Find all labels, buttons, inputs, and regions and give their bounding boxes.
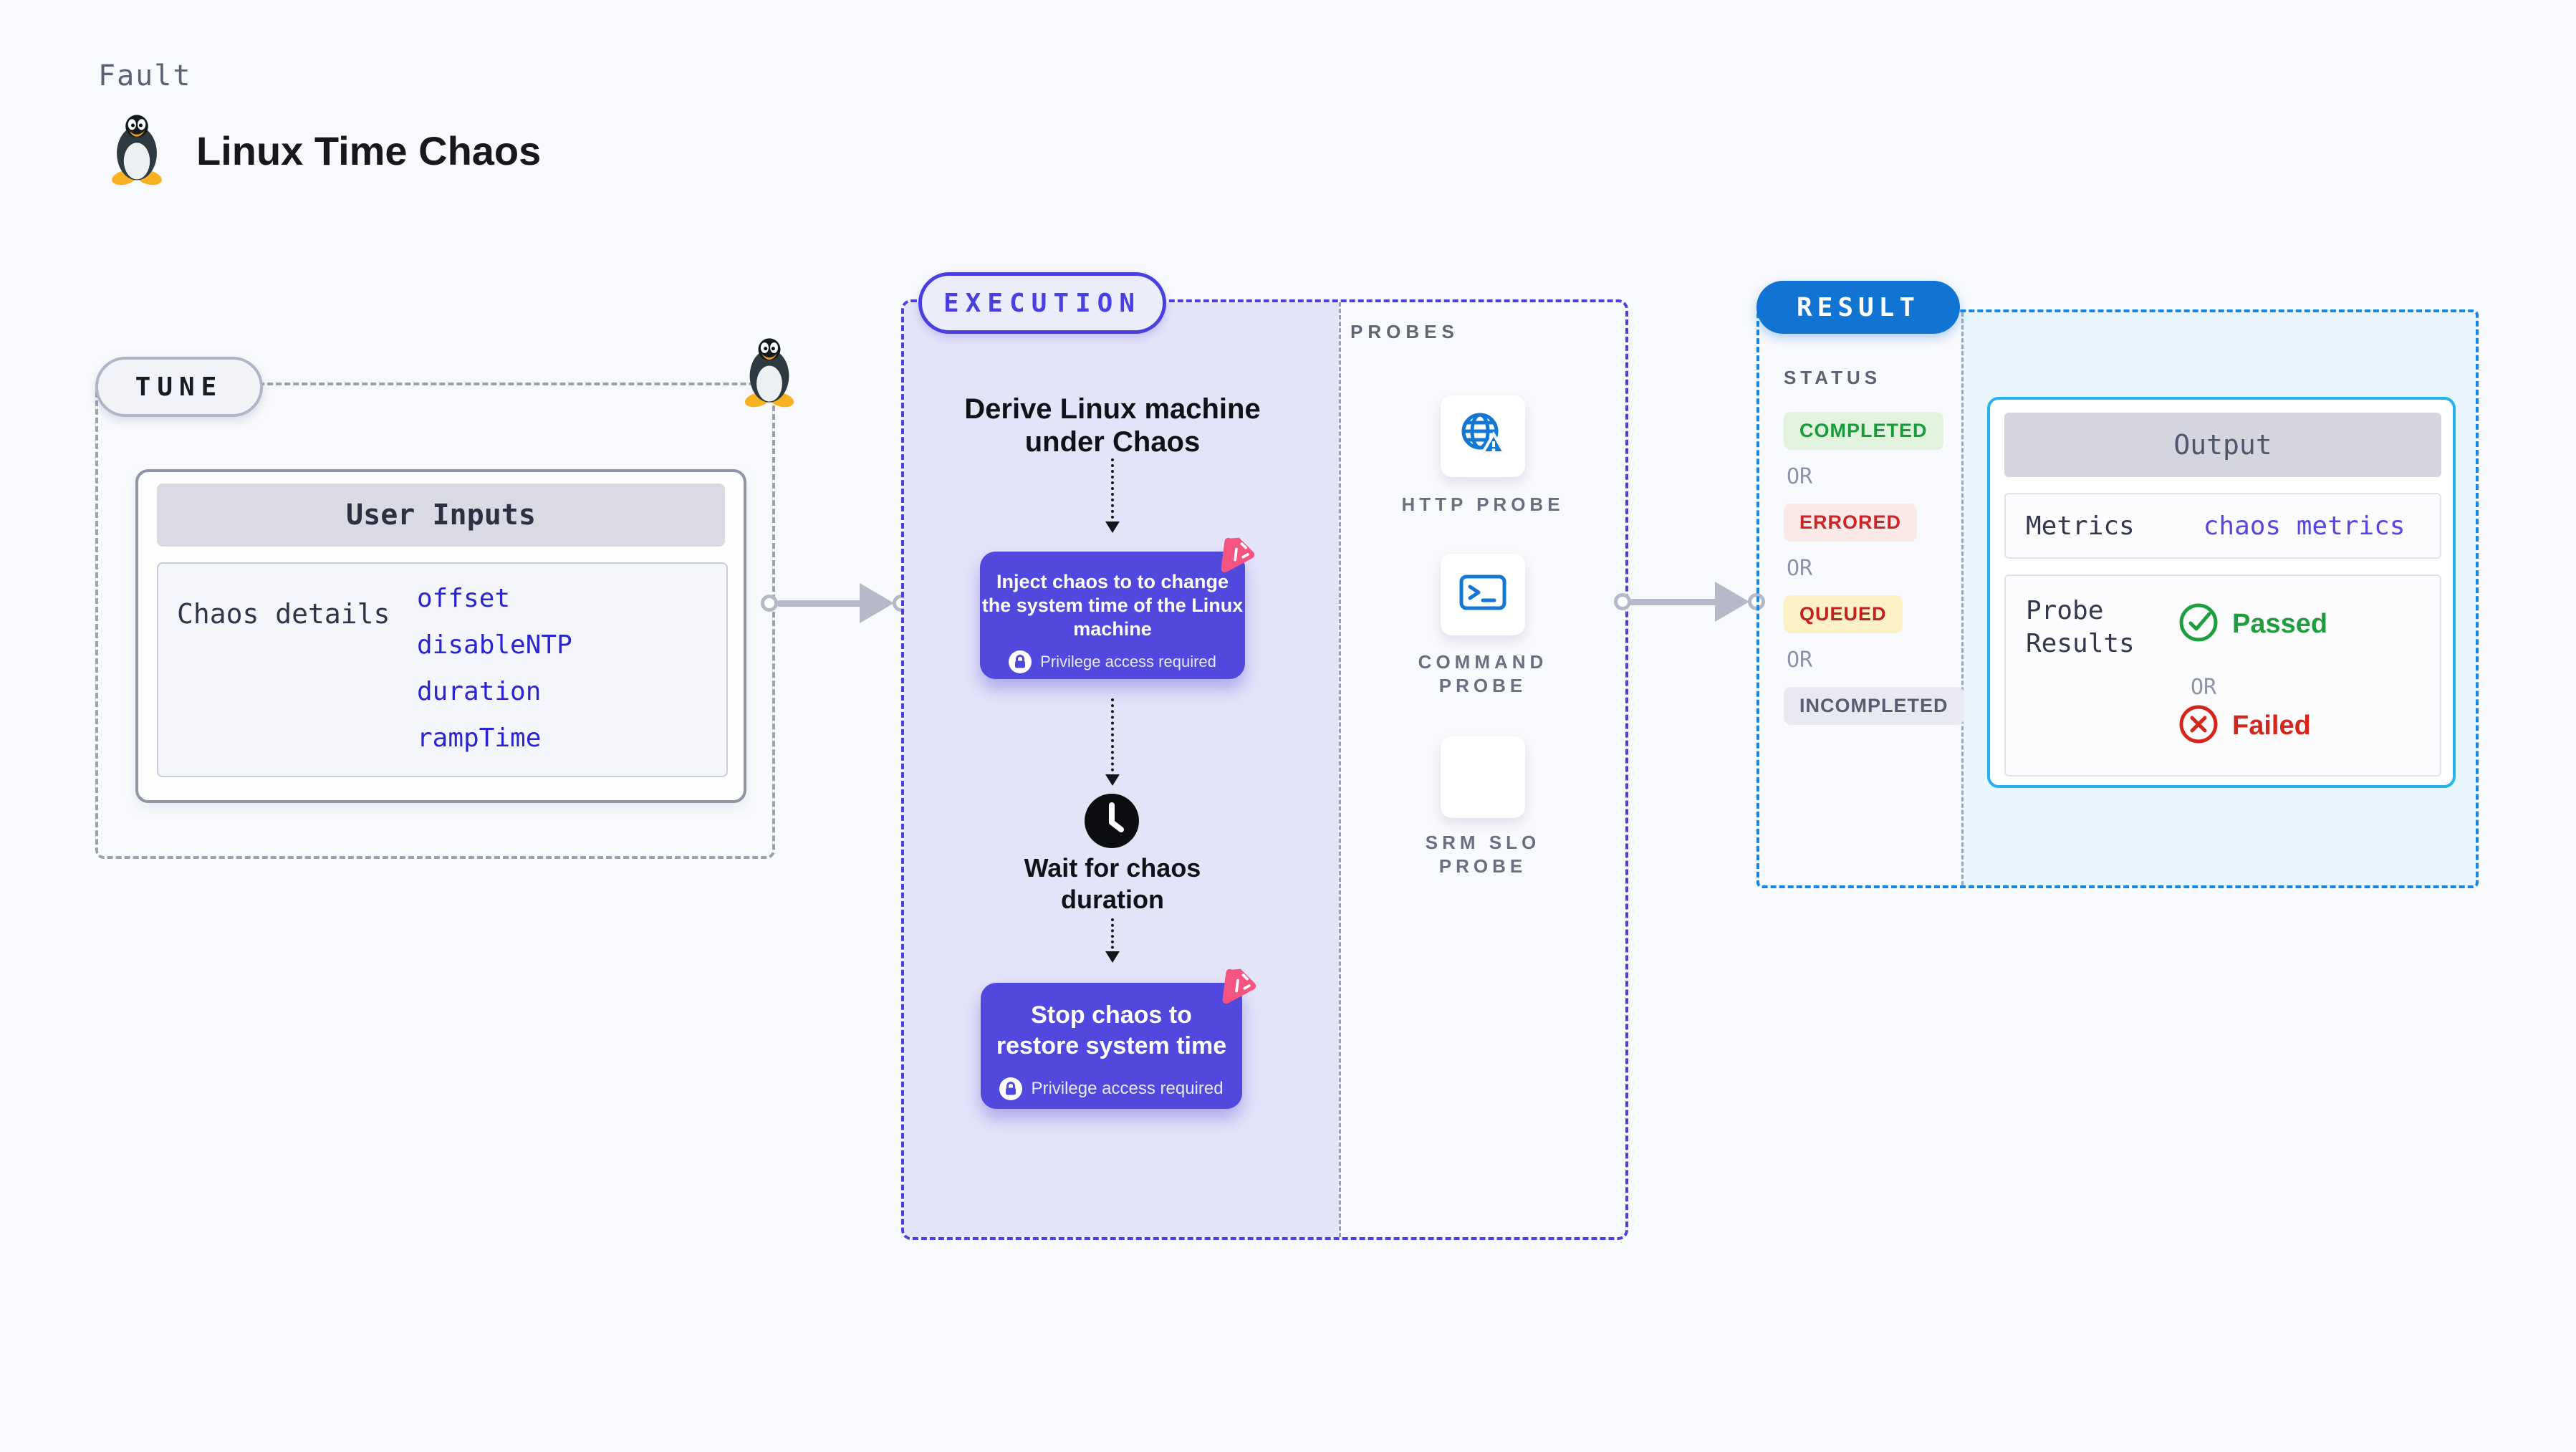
inject-chaos-text: Inject chaos to to change the system tim…	[981, 571, 1244, 640]
or-label: OR	[2191, 675, 2217, 700]
output-title: Output	[2004, 413, 2441, 477]
or-label: OR	[1787, 648, 1813, 673]
probe-results-label: Probe Results	[2026, 596, 2135, 658]
lock-icon	[1006, 1081, 1017, 1095]
chaos-details-label: Chaos details	[177, 598, 390, 630]
terminal-icon	[1457, 571, 1509, 619]
tux-penguin-icon	[744, 338, 794, 408]
status-badge: COMPLETED	[1784, 412, 1943, 450]
tux-penguin-icon	[741, 337, 798, 408]
lock-icon	[999, 1077, 1023, 1100]
stop-chaos-text: Stop chaos to restore system time	[996, 1001, 1227, 1059]
command-probe-card	[1441, 554, 1525, 635]
probes-label: PROBES	[1350, 321, 1459, 342]
slo-donut-icon	[1463, 754, 1503, 796]
wait-step-label: Wait for chaos duration	[1024, 853, 1201, 914]
probes-separator	[1339, 302, 1341, 1237]
privilege-row: Privilege access required	[980, 650, 1245, 673]
status-badge-list: COMPLETED OR ERRORED OR QUEUED OR INCOMPLETED	[1784, 412, 1964, 725]
flow-arrow-down	[1105, 918, 1120, 963]
execution-pill: EXECUTION	[918, 272, 1166, 334]
chaos-details-values: offset disableNTP duration rampTime	[417, 575, 572, 761]
chaos-pink-icon	[1216, 534, 1256, 574]
status-badge: ERRORED	[1784, 504, 1918, 542]
arrowhead-icon	[860, 583, 894, 623]
stop-chaos-step: Stop chaos to restore system time Privil…	[981, 983, 1242, 1109]
probe-results-row: Probe Results Passed OR Failed	[2004, 574, 2441, 777]
flow-arrow-down	[1105, 698, 1120, 786]
tune-region	[95, 383, 775, 859]
derive-step-label: Derive Linux machine under Chaos	[964, 393, 1261, 458]
chaos-pink-icon	[1218, 966, 1258, 1006]
command-probe-label: COMMAND PROBE	[1418, 651, 1548, 696]
check-circle-icon	[2179, 603, 2218, 642]
output-card: Output Metrics chaos metrics Probe Resul…	[1987, 397, 2456, 788]
http-probe-card	[1441, 395, 1525, 477]
x-circle-icon	[2179, 705, 2218, 744]
user-inputs-body: Chaos details offset disableNTP duration ra…	[157, 562, 728, 777]
tux-penguin-icon	[112, 115, 162, 186]
privilege-note: Privilege access required	[1040, 653, 1216, 670]
status-badge: QUEUED	[1784, 595, 1903, 633]
lock-icon	[1009, 650, 1032, 673]
page-title: Linux Time Chaos	[196, 128, 542, 173]
metrics-value: chaos metrics	[2203, 511, 2406, 541]
user-inputs-card: User Inputs Chaos details offset disableN…	[135, 469, 746, 803]
chaos-input-value: offset	[417, 584, 511, 613]
inject-chaos-step: Inject chaos to to change the system tim…	[980, 552, 1245, 679]
lock-icon	[1015, 654, 1026, 668]
failed-row: Failed	[2178, 703, 2311, 749]
slo-donut-icon	[1458, 751, 1507, 804]
chaos-input-value: duration	[417, 677, 542, 706]
privilege-row: Privilege access required	[981, 1073, 1242, 1104]
arrowhead-icon	[1715, 582, 1749, 622]
chaos-pink-icon	[1221, 537, 1255, 573]
chaos-input-value: disableNTP	[417, 630, 572, 660]
flow-arrow-down	[1105, 458, 1120, 533]
metrics-row: Metrics chaos metrics	[2004, 493, 2441, 559]
http-probe-label: HTTP PROBE	[1401, 494, 1565, 515]
fault-label: Fault	[98, 59, 192, 92]
user-inputs-title: User Inputs	[157, 484, 725, 547]
status-badge: INCOMPLETED	[1784, 687, 1964, 725]
connector-line	[1630, 599, 1720, 605]
globe-alert-icon	[1461, 413, 1507, 454]
check-circle-icon	[2178, 602, 2219, 647]
privilege-note: Privilege access required	[1031, 1079, 1224, 1098]
failed-label: Failed	[2232, 711, 2311, 741]
chaos-pink-icon	[1222, 968, 1256, 1004]
clock-icon	[1085, 794, 1139, 848]
result-pill: RESULT	[1756, 281, 1960, 334]
terminal-icon	[1459, 574, 1506, 610]
tux-penguin-icon	[107, 113, 166, 186]
tune-pill: TUNE	[95, 357, 263, 417]
passed-label: Passed	[2232, 609, 2328, 639]
connector-dot	[1614, 593, 1631, 610]
passed-row: Passed	[2178, 602, 2327, 647]
connector-line	[777, 600, 864, 607]
srm-slo-probe-label: SRM SLO PROBE	[1425, 832, 1541, 877]
x-circle-icon	[2178, 703, 2219, 749]
clock-icon	[1083, 792, 1140, 850]
status-label: STATUS	[1784, 367, 1882, 388]
metrics-label: Metrics	[2026, 511, 2135, 541]
connector-dot	[761, 595, 778, 612]
or-label: OR	[1787, 556, 1813, 581]
srm-slo-probe-card	[1441, 736, 1525, 818]
globe-alert-icon	[1457, 411, 1509, 462]
or-label: OR	[1787, 464, 1813, 489]
chaos-input-value: rampTime	[417, 723, 542, 753]
status-separator	[1961, 312, 1964, 885]
